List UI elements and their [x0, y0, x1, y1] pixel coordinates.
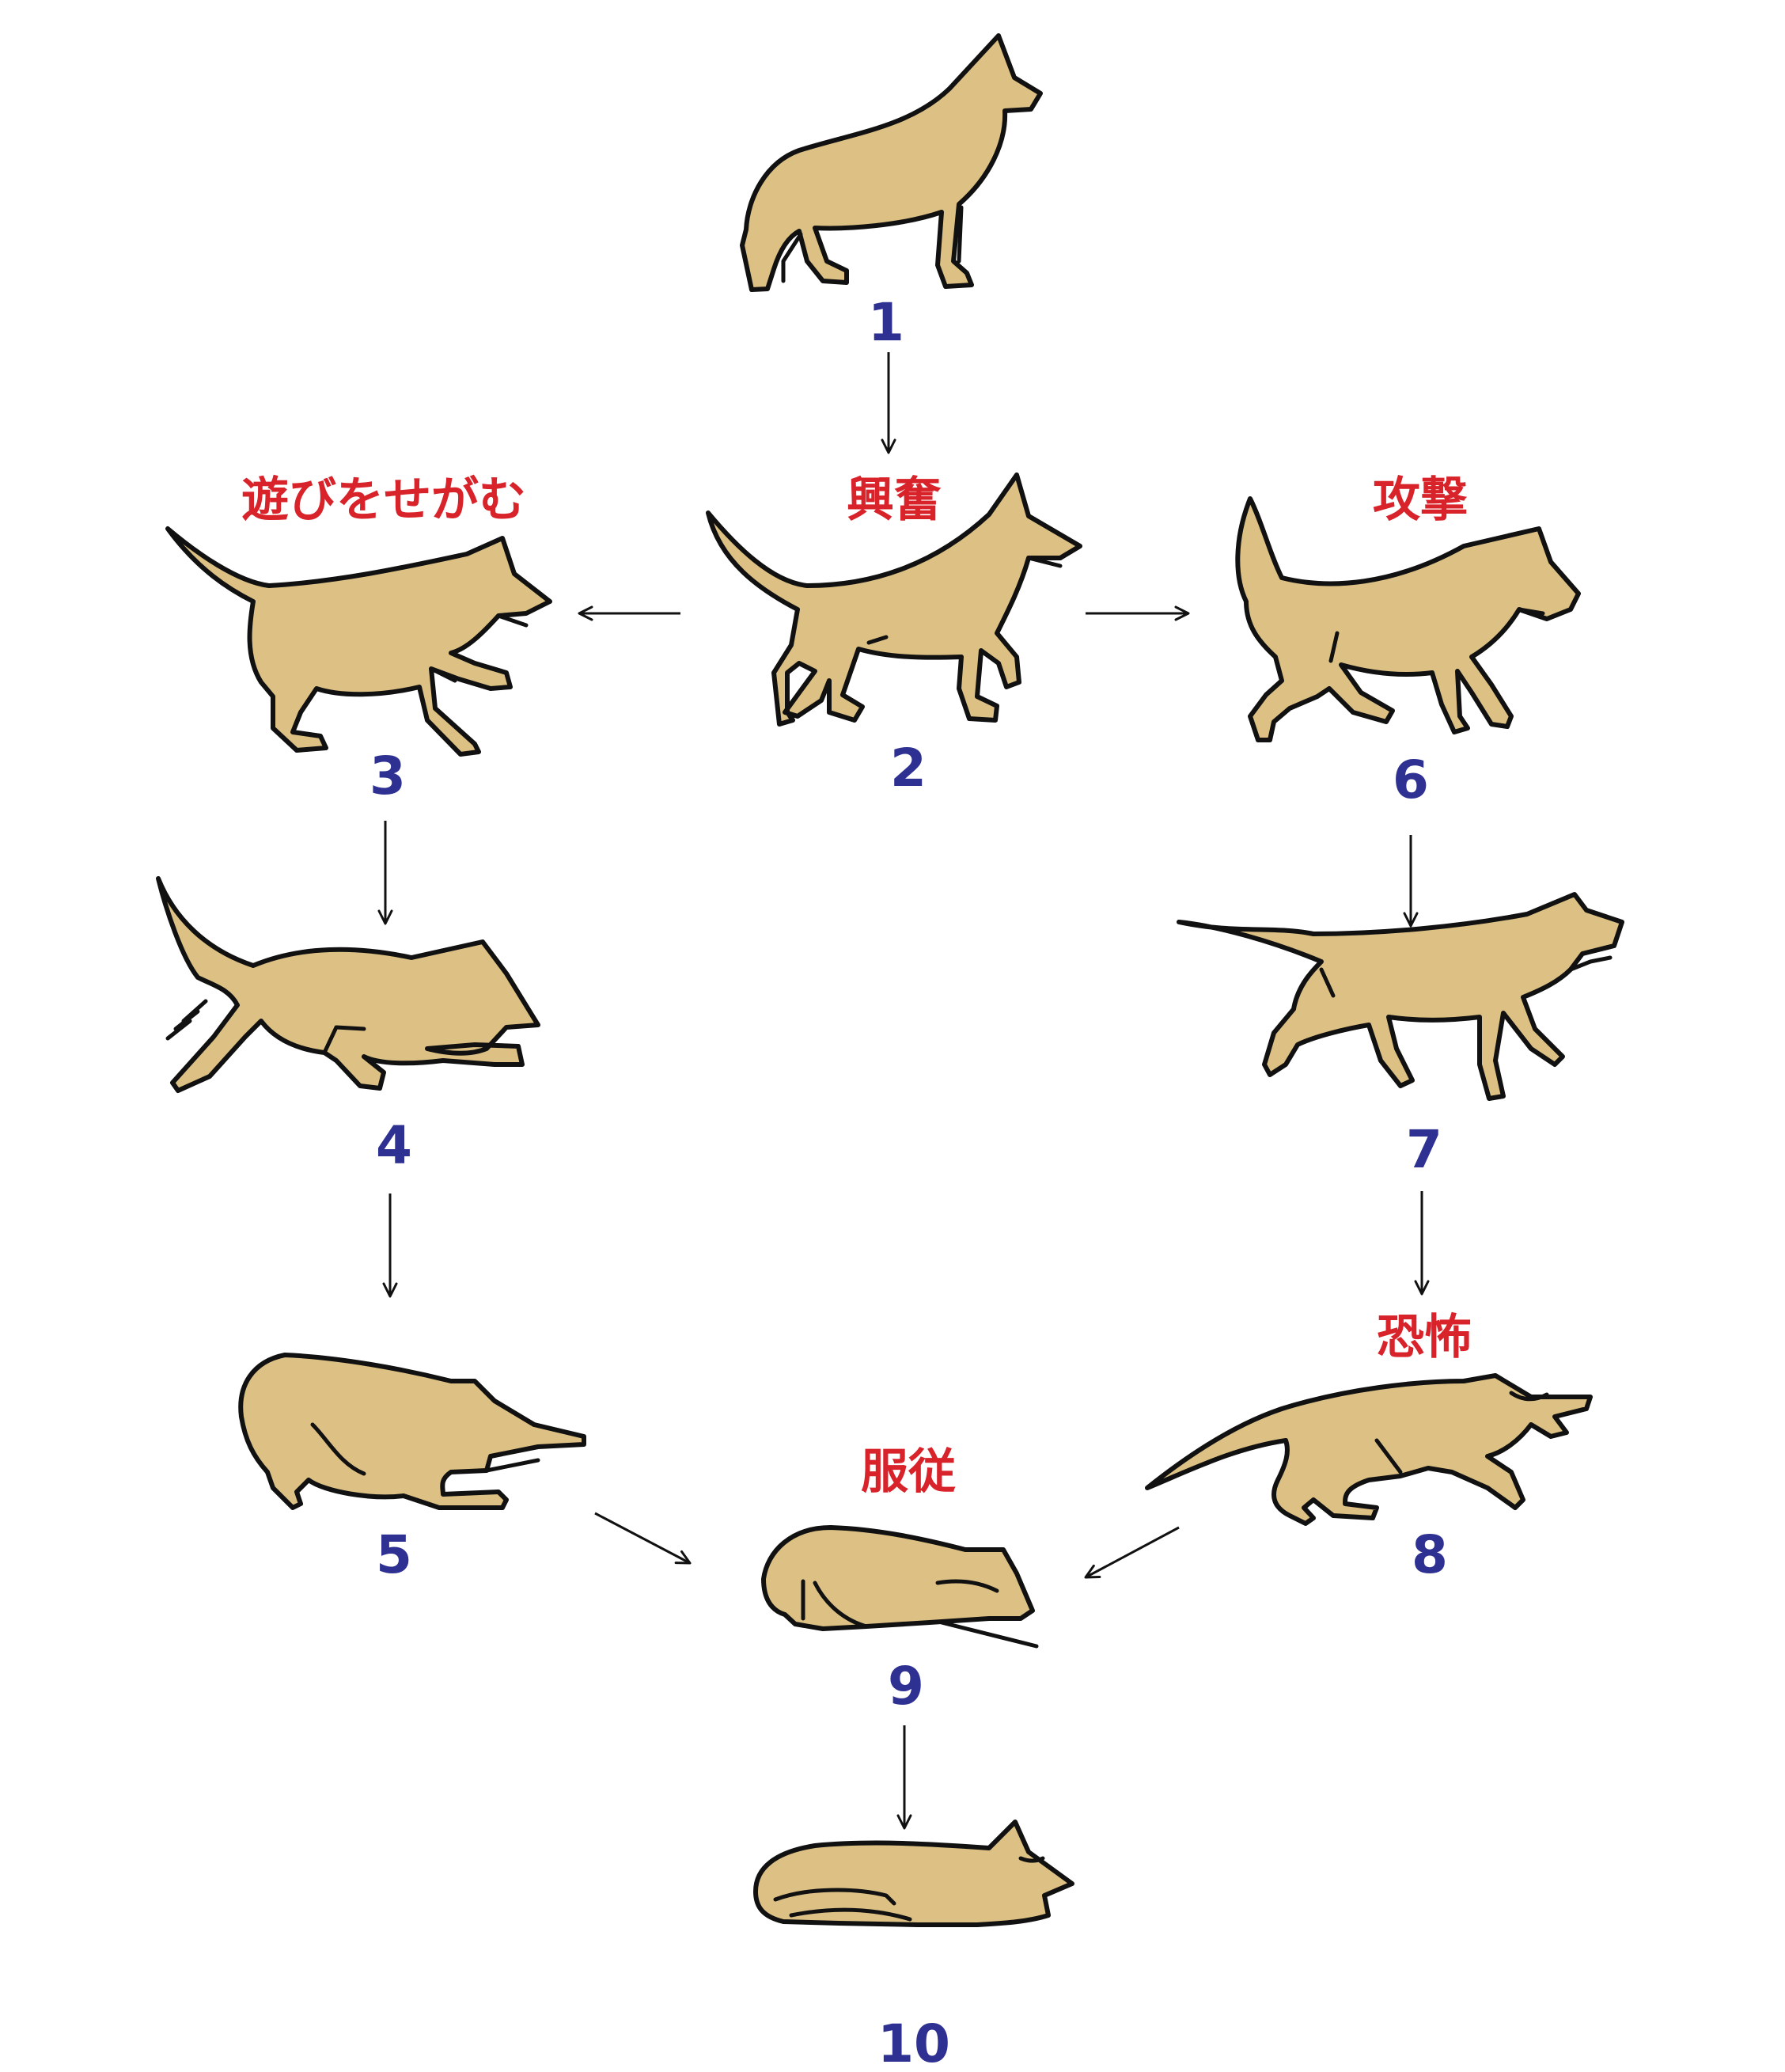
- dog-illustration-9: [761, 1525, 1039, 1649]
- dog-illustration-4: [156, 876, 540, 1093]
- state-label-stage-3: 遊びをせがむ: [241, 472, 526, 528]
- dog-illustration-6: [1235, 496, 1581, 742]
- stage-number-9: 9: [888, 1656, 924, 1717]
- dog-illustration-2: [706, 472, 1082, 727]
- stage-number-4: 4: [376, 1115, 412, 1176]
- dog-illustration-8: [1145, 1373, 1593, 1526]
- state-label-stage-2: 興奮: [847, 472, 942, 528]
- stage-number-5: 5: [376, 1524, 412, 1585]
- stage-number-10: 10: [877, 2013, 950, 2072]
- stage-number-2: 2: [890, 738, 927, 799]
- state-label-stage-8: 恐怖: [1377, 1310, 1472, 1365]
- stage-number-3: 3: [370, 746, 406, 806]
- stage-number-6: 6: [1393, 749, 1429, 810]
- dog-illustration-10: [753, 1820, 1074, 1927]
- stage-number-1: 1: [868, 292, 904, 353]
- stage-number-8: 8: [1412, 1524, 1448, 1585]
- dog-illustration-1: [740, 33, 1043, 292]
- arrow-5-to-9: [594, 1512, 692, 1565]
- transition-arrows: [377, 352, 1430, 1830]
- state-label-stage-9: 服従: [861, 1444, 956, 1500]
- state-label-stage-6: 攻撃: [1373, 472, 1468, 528]
- stage-number-7: 7: [1406, 1119, 1442, 1180]
- dog-illustration-5: [238, 1353, 586, 1510]
- arrow-8-to-9: [1084, 1526, 1180, 1579]
- dog-illustration-3: [165, 526, 552, 757]
- dog-illustration-7: [1177, 892, 1624, 1101]
